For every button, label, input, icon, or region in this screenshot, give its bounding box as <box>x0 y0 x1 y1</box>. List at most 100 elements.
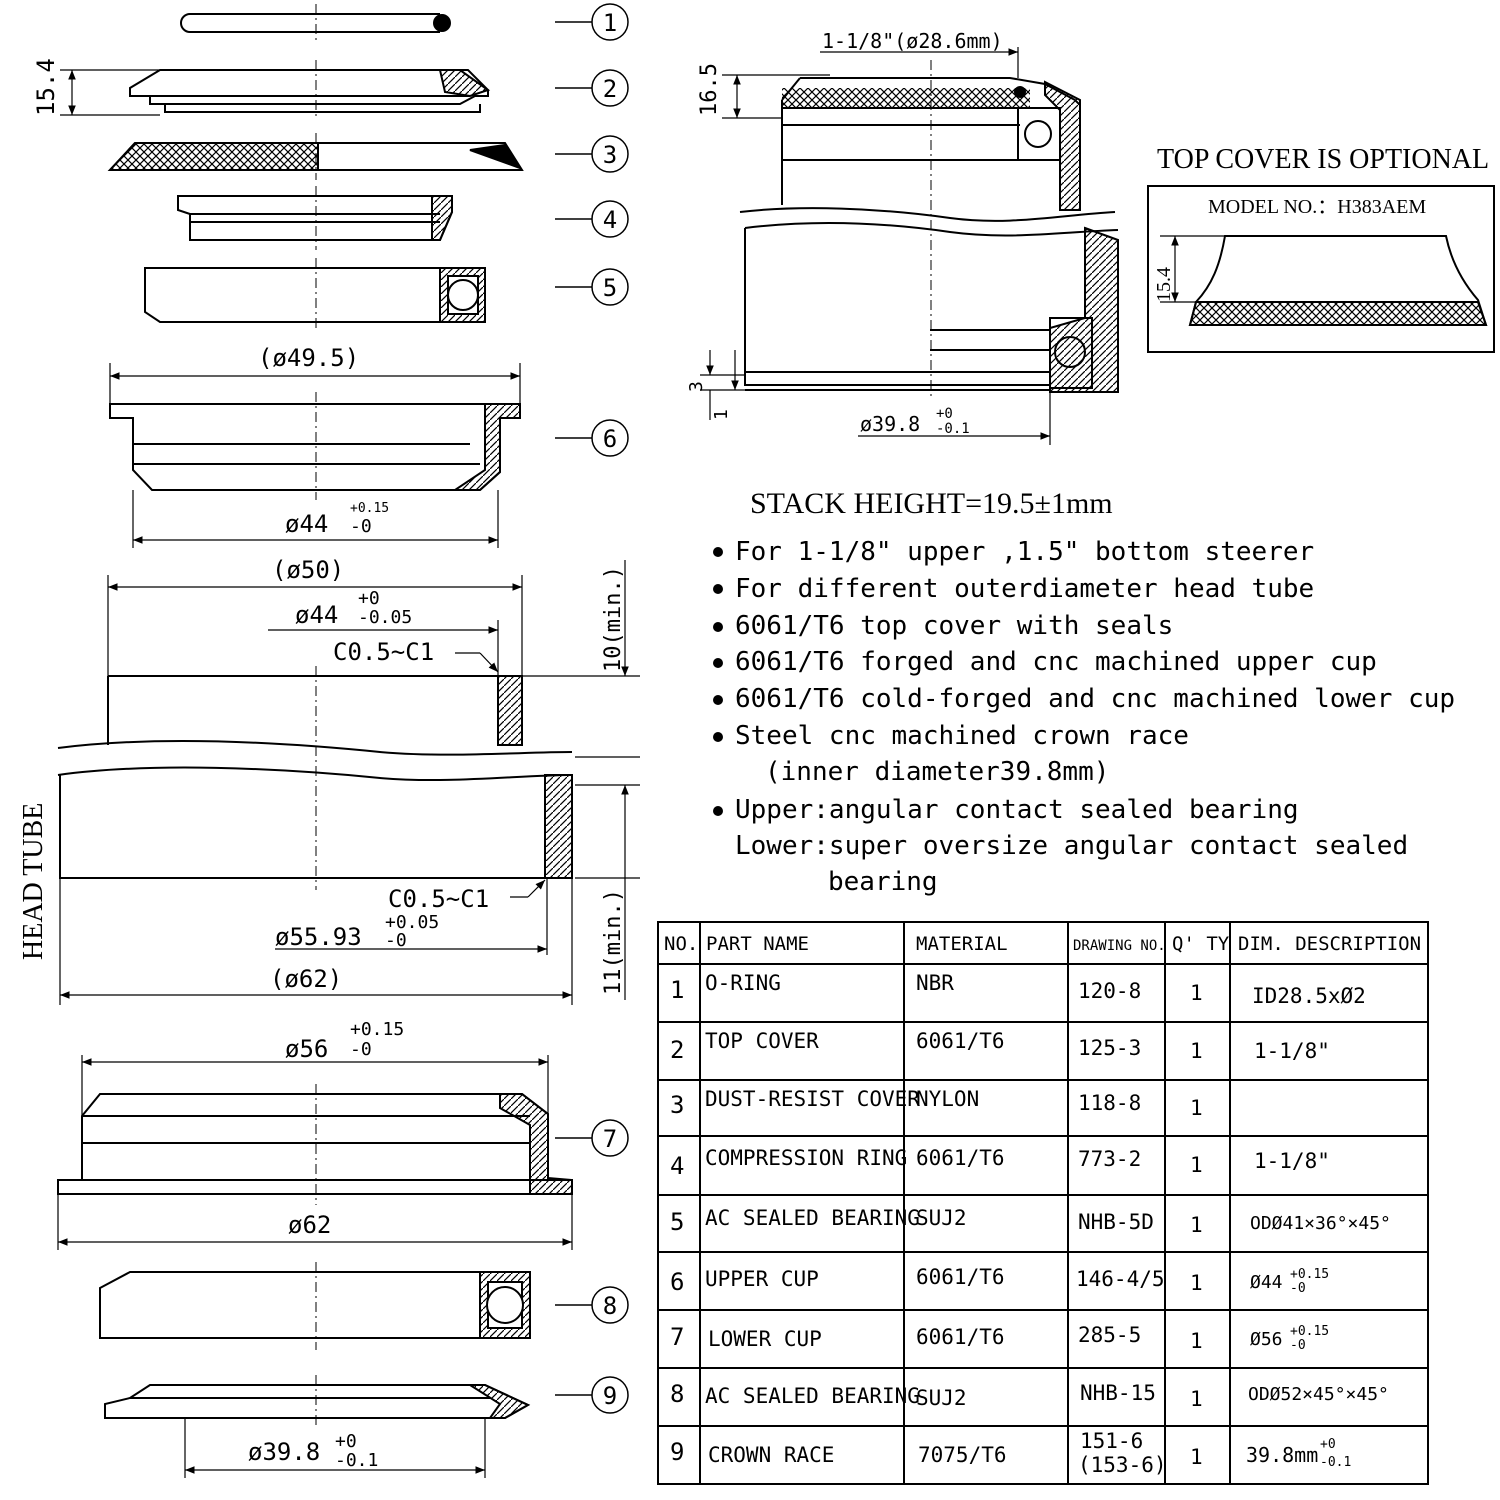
table-rows: 1 O-RING NBR 120-8 1 ID28.5xØ2 2 TOP COV… <box>670 971 1391 1477</box>
dim-assembly-3: 3 <box>686 381 707 392</box>
balloon-4: 4 <box>603 206 617 234</box>
balloon-1: 1 <box>603 9 617 37</box>
table-cell-material: 6061/T6 <box>916 1325 1005 1349</box>
dim-head-top-id: ø44 <box>295 601 338 629</box>
balloon-leaders <box>555 21 592 1396</box>
balloon-3: 3 <box>603 141 617 169</box>
feature-6: Steel cnc machined crown race <box>735 721 1189 751</box>
table-grid <box>657 921 1429 1485</box>
table-cell-drawing: 120-8 <box>1078 979 1141 1003</box>
table-cell-dim: ID28.5xØ2 <box>1252 984 1366 1008</box>
table-cell-name: DUST-RESIST COVER <box>705 1087 920 1111</box>
feature-1: For 1-1/8" upper ,1.5" bottom steerer <box>735 537 1314 567</box>
table-cell-qty: 1 <box>1190 1445 1203 1469</box>
table-cell-drawing: NHB-5D <box>1078 1210 1154 1234</box>
table-cell-qty: 1 <box>1190 1387 1203 1411</box>
table-cell-material: 6061/T6 <box>916 1146 1005 1170</box>
dim-upper-cup <box>109 363 521 548</box>
dim-lower-cup-od: ø62 <box>288 1211 331 1239</box>
table-cell-material: NBR <box>916 971 954 995</box>
table-cell-dim: 1-1/8" <box>1254 1039 1330 1063</box>
dim-upper-cup-press: ø44 <box>285 510 328 538</box>
table-cell-drawing: 125-3 <box>1078 1036 1141 1060</box>
head-tube-top <box>57 666 573 890</box>
balloon-5: 5 <box>603 274 617 302</box>
table-cell-drawing: 285-5 <box>1078 1323 1141 1347</box>
table-cell-name: COMPRESSION RING <box>705 1146 907 1170</box>
table-cell-dim-up: +0 <box>1320 1437 1336 1452</box>
balloon-2: 2 <box>603 75 617 103</box>
dim-assembly-crown-up: +0 <box>936 406 953 422</box>
table-cell-dim-up: +0.15 <box>1290 1267 1329 1282</box>
feature-8: Upper:angular contact sealed bearing <box>735 795 1299 825</box>
table-cell-name: UPPER CUP <box>705 1267 819 1291</box>
dim-lower-cup-tol-up: +0.15 <box>350 1019 404 1040</box>
table-cell-name: AC SEALED BEARING <box>705 1206 920 1230</box>
dim-head-bot-od: (ø62) <box>270 965 342 993</box>
dim-chamfer-top: C0.5~C1 <box>333 638 434 666</box>
table-cell-material: 6061/T6 <box>916 1265 1005 1289</box>
dim-crown-race-tol-up: +0 <box>335 1431 357 1452</box>
table-cell-name: TOP COVER <box>705 1029 819 1053</box>
part-2-top-cover <box>129 60 491 120</box>
table-cell-dim: Ø44 <box>1250 1272 1283 1293</box>
table-cell-no: 8 <box>670 1380 684 1408</box>
table-cell-dim: ODØ52×45°×45° <box>1248 1384 1389 1405</box>
table-cell-dim-dn: -0 <box>1290 1281 1306 1296</box>
dim-head-bot-id: ø55.93 <box>275 923 362 951</box>
dim-assembly <box>700 47 1051 445</box>
table-cell-drawing: NHB-15 <box>1080 1381 1156 1405</box>
table-cell-no: 7 <box>670 1323 684 1351</box>
table-cell-dim-dn: -0.1 <box>1320 1455 1351 1470</box>
dim-min-bottom: 11(min.) <box>601 889 626 995</box>
table-cell-qty: 1 <box>1190 1153 1203 1177</box>
head-tube-label: HEAD TUBE <box>18 803 49 960</box>
dim-top-cover-height: 15.4 <box>32 58 60 116</box>
table-cell-drawing-alt: (153-6) <box>1078 1453 1167 1477</box>
feature-5: 6061/T6 cold-forged and cnc machined low… <box>735 684 1455 714</box>
dim-min-top: 10(min.) <box>601 566 626 672</box>
dim-upper-cup-od: (ø49.5) <box>258 344 359 372</box>
balloon-circles <box>591 3 629 1414</box>
dim-upper-cup-tol-up: +0.15 <box>350 501 389 516</box>
dim-assembly-crown: ø39.8 <box>860 412 920 436</box>
dim-lower-cup-press: ø56 <box>285 1035 328 1063</box>
optional-model: MODEL NO.：H383AEM <box>1208 196 1426 218</box>
table-cell-drawing: 118-8 <box>1078 1091 1141 1115</box>
dim-upper-cup-tol-dn: -0 <box>350 516 372 537</box>
dim-head-top-tol-dn: -0.05 <box>358 607 412 628</box>
stack-height: STACK HEIGHT=19.5±1mm <box>750 487 1113 520</box>
part-5-upper-bearing <box>144 258 486 332</box>
feature-10: bearing <box>828 867 938 897</box>
table-header-material: MATERIAL <box>916 933 1008 955</box>
table-cell-dim: ODØ41×36°×45° <box>1250 1213 1391 1234</box>
dim-head-bot-tol-dn: -0 <box>385 930 407 951</box>
table-cell-no: 4 <box>670 1152 684 1180</box>
part-6-upper-cup <box>109 392 521 500</box>
dim-lower-cup <box>57 1055 573 1250</box>
table-header-drawing: DRAWING NO. <box>1073 938 1166 954</box>
table-cell-dim: Ø56 <box>1250 1329 1283 1350</box>
part-7-lower-cup <box>57 1084 573 1205</box>
table-cell-dim: 39.8mm <box>1246 1443 1318 1467</box>
table-cell-drawing: 146-4/5 <box>1076 1267 1165 1291</box>
feature-3: 6061/T6 top cover with seals <box>735 611 1173 641</box>
table-cell-drawing: 773-2 <box>1078 1147 1141 1171</box>
feature-4: 6061/T6 forged and cnc machined upper cu… <box>735 647 1377 677</box>
balloon-6: 6 <box>603 425 617 453</box>
table-cell-qty: 1 <box>1190 981 1203 1005</box>
dim-head-top-tol-up: +0 <box>358 588 380 609</box>
table-cell-name: CROWN RACE <box>708 1443 834 1467</box>
table-cell-qty: 1 <box>1190 1271 1203 1295</box>
table-cell-dim-up: +0.15 <box>1290 1324 1329 1339</box>
table-cell-qty: 1 <box>1190 1039 1203 1063</box>
table-cell-name: LOWER CUP <box>708 1327 822 1351</box>
assembly-view <box>739 60 1119 400</box>
table-cell-no: 1 <box>670 976 684 1004</box>
dim-steerer: 1-1/8"(ø28.6mm) <box>822 29 1003 53</box>
dim-lower-cup-tol-dn: -0 <box>350 1039 372 1060</box>
table-cell-material: 6061/T6 <box>916 1029 1005 1053</box>
dim-assembly-crown-dn: -0.1 <box>936 421 970 437</box>
table-cell-material: SUJ2 <box>916 1206 967 1230</box>
